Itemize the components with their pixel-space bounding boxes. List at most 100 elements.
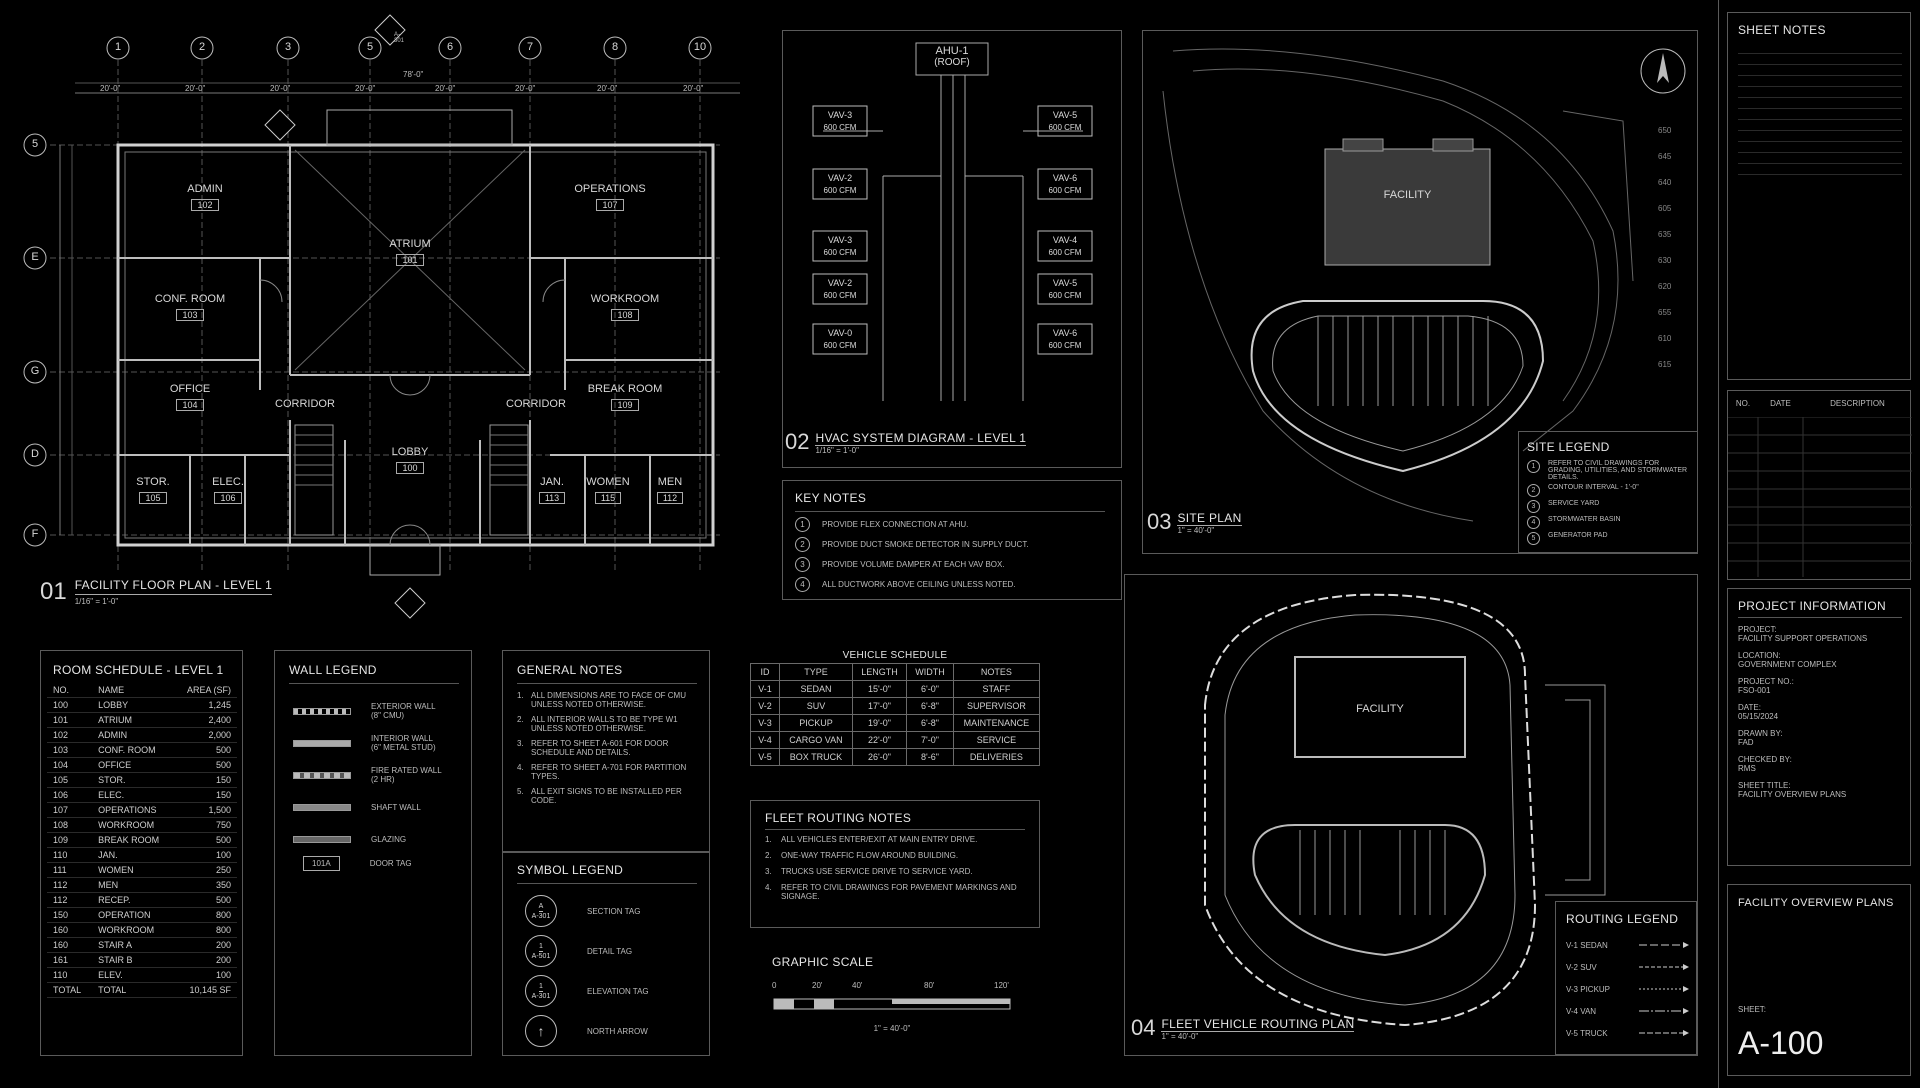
fleet-note-number: 4. xyxy=(765,883,772,892)
wall-swatch xyxy=(293,771,351,779)
site-legend-text: GENERATOR PAD xyxy=(1548,532,1608,539)
schedule-cell: 112 xyxy=(47,877,93,893)
room-name: WORKROOM xyxy=(590,293,660,305)
wall-swatch xyxy=(293,739,351,747)
drawing-number-02: 02 xyxy=(785,429,810,454)
vav-cfm: 600 CFM xyxy=(1049,186,1082,195)
fleet-note-item: 3.TRUCKS USE SERVICE DRIVE TO SERVICE YA… xyxy=(765,867,1030,876)
schedule-cell: MEN xyxy=(92,877,175,893)
vav-cfm: 600 CFM xyxy=(824,186,857,195)
schedule-header: AREA (SF) xyxy=(174,683,237,698)
general-note-item: 5.ALL EXIT SIGNS TO BE INSTALLED PER COD… xyxy=(517,787,702,805)
vehicle-cell: 19'-0" xyxy=(851,714,908,732)
schedule-cell: STAIR B xyxy=(92,952,175,968)
routing-plan-drawing xyxy=(1204,593,1606,1027)
schedule-cell: RECEP. xyxy=(92,892,175,908)
room-name: CONF. ROOM xyxy=(154,293,226,305)
project-field: CHECKED BY:RMS xyxy=(1738,755,1908,773)
floor-plan-area xyxy=(10,10,765,620)
fleet-notes-panel: FLEET ROUTING NOTES 1.ALL VEHICLES ENTER… xyxy=(750,800,1040,928)
drawing-number-04: 04 xyxy=(1131,1015,1156,1040)
key-note-text: PROVIDE VOLUME DAMPER AT EACH VAV BOX. xyxy=(822,560,1005,569)
general-note-text: ALL EXIT SIGNS TO BE INSTALLED PER CODE. xyxy=(531,787,682,805)
vav-cfm: 600 CFM xyxy=(1049,248,1082,257)
schedule-cell: 800 xyxy=(174,907,237,923)
room-name: OFFICE xyxy=(169,383,211,395)
project-field-label: SHEET TITLE: xyxy=(1738,781,1791,790)
routing-plan-scale: 1" = 40'-0" xyxy=(1161,1032,1199,1041)
dimension-label: 20'-0" xyxy=(683,84,704,93)
vehicle-cell: BOX TRUCK xyxy=(779,748,853,766)
floor-plan-title: FACILITY FLOOR PLAN - LEVEL 1 xyxy=(74,578,273,595)
general-note-text: ALL INTERIOR WALLS TO BE TYPE W1 UNLESS … xyxy=(531,715,678,733)
vav-box xyxy=(1037,273,1093,305)
schedule-total-cell: TOTAL xyxy=(47,982,93,998)
sheet-note-line xyxy=(1738,65,1902,76)
grid-row-label: 5 xyxy=(31,138,39,150)
schedule-cell: OFFICE xyxy=(92,757,175,773)
room-name: LOBBY xyxy=(391,446,429,458)
wall-type-row: INTERIOR WALL(6" METAL STUD) xyxy=(293,727,442,759)
grid-row-label: E xyxy=(31,251,39,263)
project-field: PROJECT NO.:FSO-001 xyxy=(1738,677,1908,695)
general-notes-title: GENERAL NOTES xyxy=(517,663,623,677)
schedule-cell: 107 xyxy=(47,802,93,818)
fleet-notes-title: FLEET ROUTING NOTES xyxy=(765,811,912,825)
fleet-note-item: 4.REFER TO CIVIL DRAWINGS FOR PAVEMENT M… xyxy=(765,883,1030,901)
routing-legend-label: V-1 SEDAN xyxy=(1566,940,1608,950)
wall-type-name: EXTERIOR WALL xyxy=(371,702,436,711)
contour-label: 620 xyxy=(1658,282,1672,291)
vav-cfm: 600 CFM xyxy=(824,123,857,132)
vav-name: VAV-3 xyxy=(828,110,852,120)
routing-legend-label: V-5 TRUCK xyxy=(1566,1028,1608,1038)
route-line-icon xyxy=(1639,1030,1689,1036)
vehicle-cell: SUPERVISOR xyxy=(952,697,1041,715)
site-legend-title: SITE LEGEND xyxy=(1527,440,1610,454)
project-field: SHEET TITLE:FACILITY OVERVIEW PLANS xyxy=(1738,781,1908,799)
schedule-cell: 105 xyxy=(47,772,93,788)
graphic-scale-bar xyxy=(773,998,1011,1010)
vav-cfm: 600 CFM xyxy=(1049,123,1082,132)
project-field: PROJECT:FACILITY SUPPORT OPERATIONS xyxy=(1738,625,1908,643)
graphic-scale-tick: 0 xyxy=(772,981,777,990)
vehicle-header: NOTES xyxy=(952,663,1041,681)
room-label: STOR.105 xyxy=(98,476,208,506)
contour-label: 650 xyxy=(1658,126,1672,135)
schedule-cell: 102 xyxy=(47,727,93,743)
door-tag-row: 101A DOOR TAG xyxy=(303,856,412,871)
grid-row-label: F xyxy=(31,528,39,540)
section-tag-label: A-301 xyxy=(394,32,405,44)
schedule-cell: WORKROOM xyxy=(92,817,175,833)
wall-type-spec: (2 HR) xyxy=(371,775,395,784)
project-field-label: DATE: xyxy=(1738,703,1761,712)
schedule-header: NO. xyxy=(47,683,93,698)
vehicle-cell: 17'-0" xyxy=(851,697,908,715)
corridor-label: CORRIDOR xyxy=(506,398,566,410)
schedule-cell: STAIR A xyxy=(92,937,175,953)
vehicle-header: LENGTH xyxy=(851,663,908,681)
vehicle-cell: DELIVERIES xyxy=(952,748,1041,766)
hvac-scale: 1/16" = 1'-0" xyxy=(815,446,859,455)
routing-legend-item: V-1 SEDAN xyxy=(1566,934,1691,956)
route-line-icon xyxy=(1639,964,1689,970)
routing-plan-title-block: 04 FLEET VEHICLE ROUTING PLAN 1" = 40'-0… xyxy=(1131,1015,1355,1041)
vehicle-cell: 7'-0" xyxy=(906,731,954,749)
routing-plan-panel: FACILITY 04 FLEET VEHICLE ROUTING PLAN 1… xyxy=(1124,574,1698,1056)
schedule-cell: 500 xyxy=(174,742,237,758)
schedule-cell: LOBBY xyxy=(92,697,175,713)
